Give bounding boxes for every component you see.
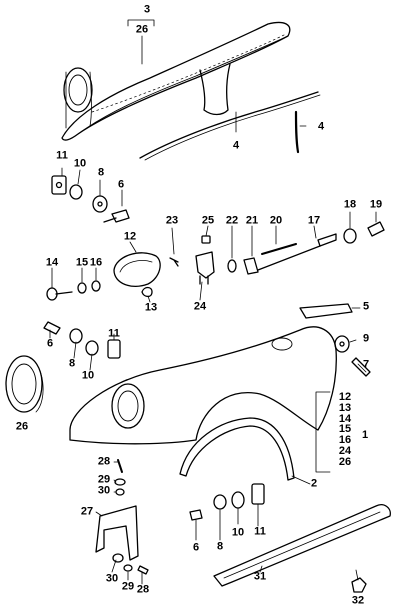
- callout-28-lower: 28: [136, 583, 150, 596]
- callout-26-top: 26: [135, 23, 149, 36]
- callout-14: 14: [45, 256, 59, 269]
- callout-8-upper: 8: [97, 166, 105, 179]
- callout-3: 3: [143, 3, 151, 16]
- list-item: 15: [338, 423, 352, 436]
- callout-9: 9: [362, 332, 370, 345]
- callout-29-lower: 29: [121, 580, 135, 593]
- callout-12-lamp: 12: [123, 230, 137, 243]
- release-cable-assembly: [227, 221, 385, 275]
- callout-10-upper: 10: [73, 157, 87, 170]
- wheel-arch-trim: [179, 417, 295, 481]
- callout-10-lower: 10: [231, 526, 245, 539]
- callout-1: 1: [362, 429, 369, 441]
- callout-25: 25: [201, 214, 215, 227]
- callout-22: 22: [225, 214, 239, 227]
- lamp-fasteners: [46, 280, 101, 301]
- callout-31: 31: [253, 570, 267, 583]
- callout-2: 2: [310, 477, 318, 490]
- callout-30-upper: 30: [97, 484, 111, 497]
- list-item: 12: [338, 391, 352, 403]
- support-bracket: [95, 505, 139, 561]
- front-fender: [69, 326, 337, 445]
- lock-mechanism: [169, 235, 215, 285]
- indicator-lamp: [113, 252, 161, 287]
- fastener-set-lower: [189, 483, 265, 521]
- bolt-stack-upper: [114, 459, 126, 496]
- bolt-stack-lower: [112, 553, 149, 575]
- callout-26-bowl: 26: [15, 420, 29, 433]
- callout-8-middle: 8: [68, 357, 76, 370]
- list-item: 26: [338, 455, 352, 468]
- callout-20: 20: [269, 214, 283, 227]
- callout-19: 19: [369, 198, 383, 211]
- list-item: 13: [338, 401, 352, 414]
- callout-10-middle: 10: [81, 369, 95, 382]
- callout-11-upper: 11: [56, 149, 68, 162]
- callout-30-lower: 30: [105, 572, 119, 585]
- callout-27: 27: [80, 505, 94, 518]
- list-item: 24: [338, 444, 352, 457]
- callout-18: 18: [343, 198, 357, 211]
- leader-lines: [49, 19, 377, 585]
- fastener-set-upper: [51, 175, 130, 223]
- rocker-panel-edge: [223, 511, 381, 579]
- callout-11-middle: 11: [108, 327, 120, 340]
- part-1-component-list: 12 13 14 15 16 24 26: [336, 392, 354, 468]
- callout-11-lower: 11: [254, 525, 266, 538]
- rocker-panel: [213, 504, 391, 587]
- callout-7: 7: [362, 358, 370, 371]
- callout-28-upper: 28: [97, 455, 111, 468]
- callout-13: 13: [144, 301, 158, 314]
- callout-6-upper: 6: [117, 178, 125, 191]
- callout-23: 23: [165, 214, 179, 227]
- callout-4-seal: 4: [317, 120, 325, 133]
- callout-17: 17: [307, 214, 321, 227]
- callout-15: 15: [75, 256, 89, 269]
- callout-32: 32: [351, 594, 365, 607]
- bracket: [299, 303, 353, 319]
- upper-fender-panel: [61, 21, 291, 141]
- spring-clip: [141, 286, 153, 298]
- list-item: 14: [338, 412, 352, 425]
- list-item: 16: [338, 434, 352, 447]
- fastener-set-middle: [43, 321, 121, 359]
- callout-5: 5: [362, 300, 370, 313]
- callout-6-middle: 6: [46, 337, 54, 350]
- callout-8-lower: 8: [216, 540, 224, 553]
- callout-16: 16: [89, 256, 103, 269]
- callout-21: 21: [245, 214, 259, 227]
- callout-6-lower: 6: [192, 541, 200, 554]
- callout-4-strip: 4: [232, 139, 240, 152]
- seal-strips: [139, 91, 321, 161]
- grommet: [351, 577, 367, 593]
- headlight-bowl: [5, 355, 44, 413]
- callout-29-upper: 29: [97, 473, 111, 486]
- callout-24: 24: [193, 300, 207, 313]
